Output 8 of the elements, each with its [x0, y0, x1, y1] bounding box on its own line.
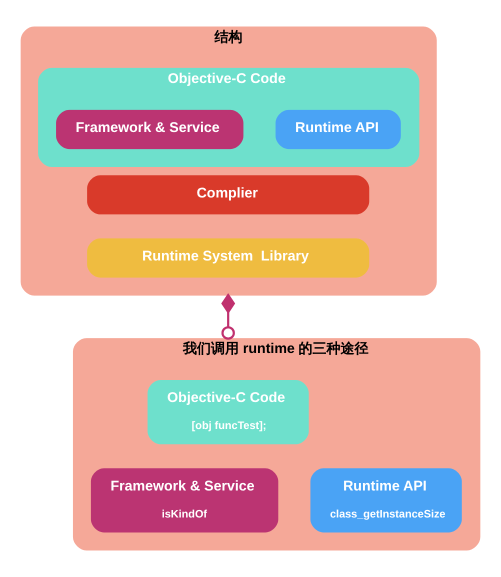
- node-box: Runtime API: [276, 110, 401, 150]
- node-box: Objective-C Code [obj funcTest];: [148, 380, 309, 444]
- connector: [221, 293, 236, 340]
- node-box: Framework & Service: [56, 110, 244, 150]
- node-box: Complier: [87, 175, 370, 214]
- node-box: Runtime API class_getInstanceSize: [310, 468, 462, 532]
- node-box: Framework & Service isKindOf: [90, 468, 278, 532]
- node-box: Runtime System Library: [87, 238, 370, 278]
